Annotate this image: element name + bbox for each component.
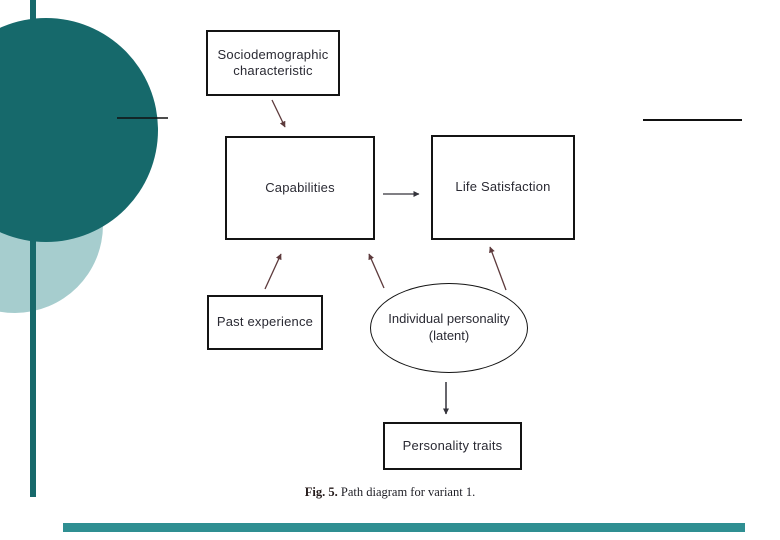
- left-accent-line: [30, 0, 36, 497]
- node-capabilities-label: Capabilities: [265, 179, 335, 195]
- node-individual-personality-line2: (latent): [428, 328, 470, 343]
- node-past-experience-label: Past experience: [216, 314, 314, 330]
- node-sociodemographic-label: Sociodemographic characteristic: [217, 46, 329, 78]
- arrow-past-to-capabilities: [264, 253, 282, 290]
- arrow-socio-to-capabilities: [271, 99, 286, 128]
- node-individual-personality: Individual personality (latent): [370, 283, 528, 373]
- figure-caption: Fig. 5. Path diagram for variant 1.: [0, 485, 780, 500]
- arrow-latent-to-capabilities: [368, 253, 385, 289]
- node-personality-traits: Personality traits: [383, 422, 522, 470]
- caption-figure-label: Fig. 5.: [304, 485, 338, 499]
- node-capabilities: Capabilities: [225, 136, 375, 240]
- node-life-satisfaction-label: Life Satisfaction: [455, 179, 551, 195]
- node-sociodemographic: Sociodemographic characteristic: [206, 30, 340, 96]
- node-individual-personality-line1: Individual personality: [388, 311, 510, 327]
- node-personality-traits-label: Personality traits: [402, 437, 503, 453]
- bottom-accent-bar: [63, 523, 745, 532]
- node-past-experience: Past experience: [207, 295, 323, 350]
- arrow-latent-to-life: [489, 246, 507, 291]
- node-life-satisfaction: Life Satisfaction: [431, 135, 575, 240]
- caption-text: Path diagram for variant 1.: [340, 485, 476, 499]
